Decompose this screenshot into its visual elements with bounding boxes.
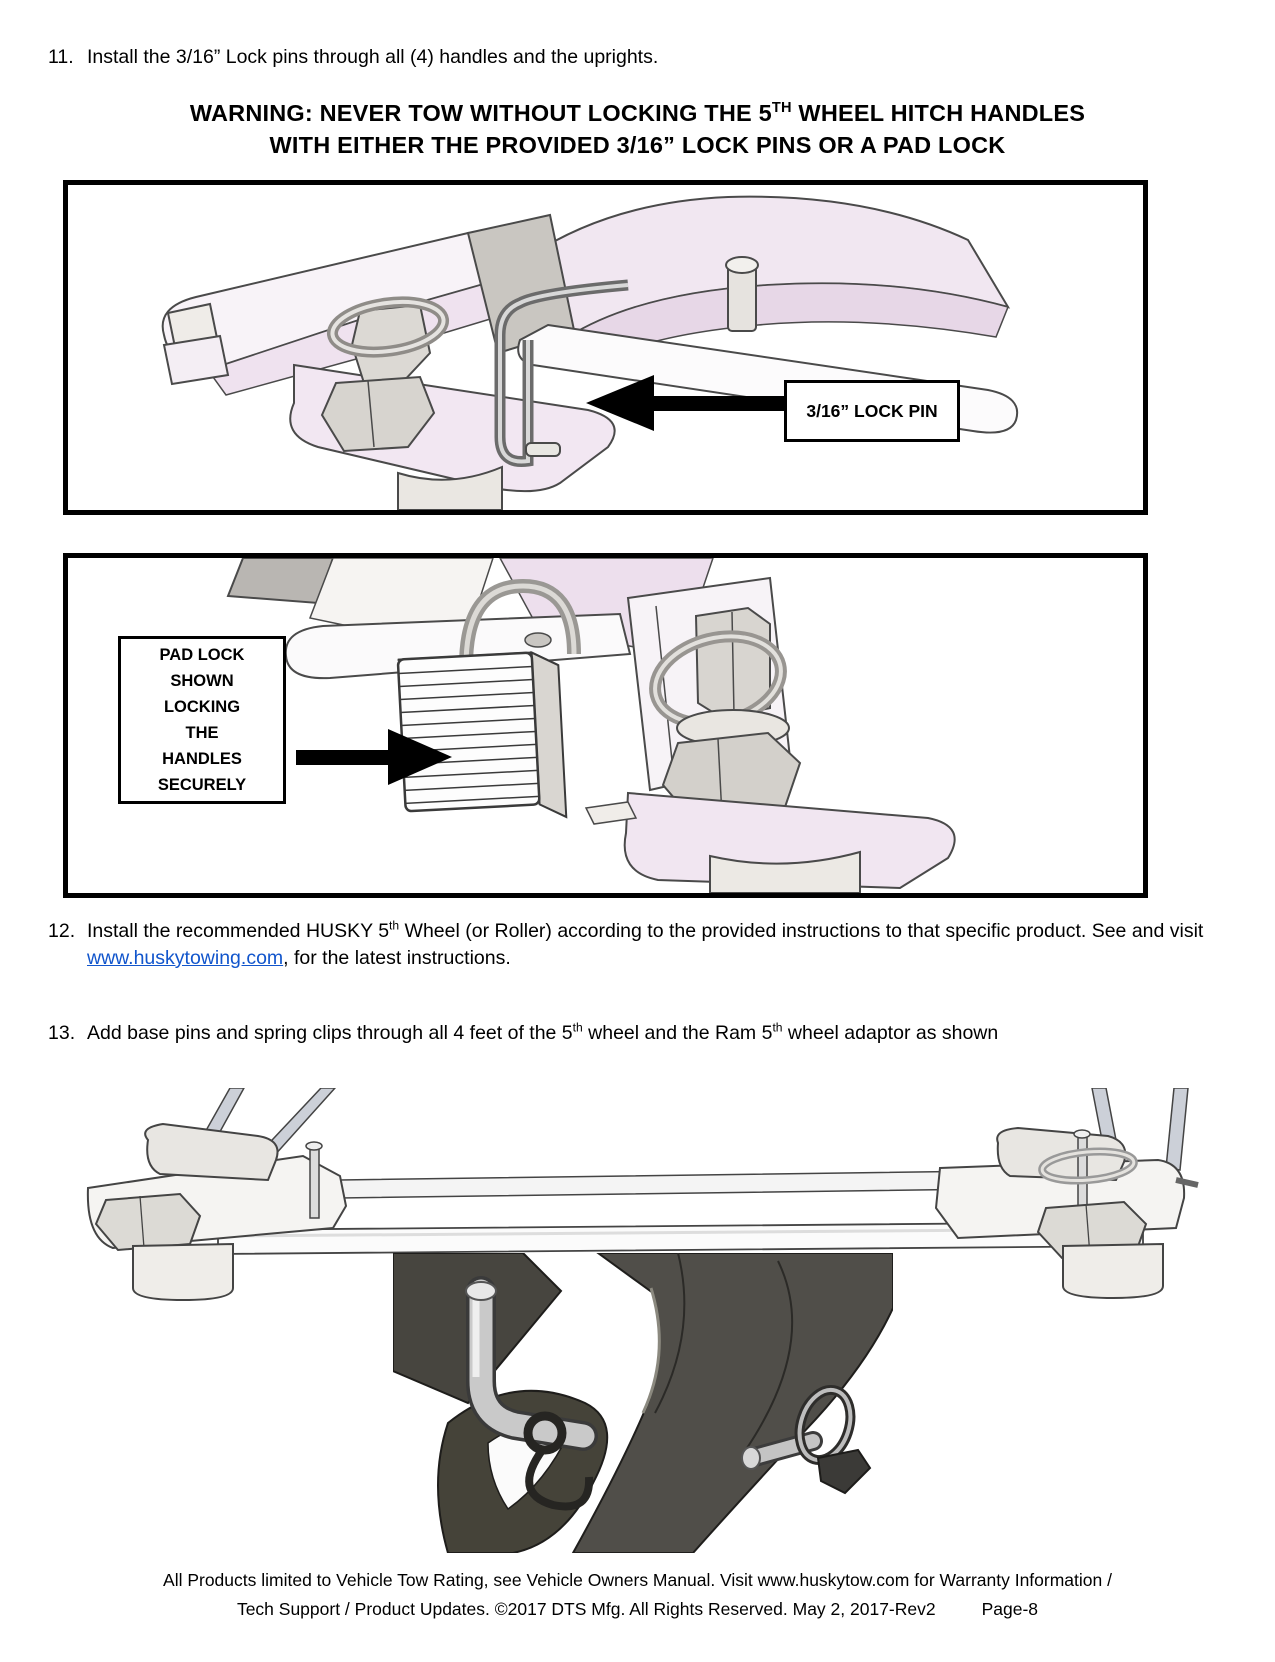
callout-arrow-shaft <box>296 750 390 765</box>
step-12-text: Install the recommended HUSKY 5 <box>87 920 390 942</box>
huskytowing-link[interactable]: www.huskytowing.com <box>87 947 284 969</box>
step-13-number: 13. <box>48 1022 76 1044</box>
base-pin-spring-clip-illustration <box>393 1253 893 1553</box>
step-11-text: Install the 3/16” Lock pins through all … <box>87 46 659 68</box>
page-number: Page-8 <box>981 1599 1039 1619</box>
pad-lock-callout-line: SHOWN <box>170 672 234 690</box>
step-13-text: wheel and the Ram 5 <box>582 1022 773 1044</box>
step-12-superscript: th <box>389 918 400 933</box>
rail-assembly-illustration <box>86 1088 1199 1302</box>
step-13-superscript: th <box>572 1020 583 1035</box>
warning-superscript: TH <box>771 100 792 117</box>
step-11: 11. Install the 3/16” Lock pins through a… <box>48 44 1272 71</box>
step-13-text: Add base pins and spring clips through a… <box>87 1022 573 1044</box>
step-13-superscript: th <box>772 1020 783 1035</box>
lock-pin-callout-text: 3/16” LOCK PIN <box>806 400 938 421</box>
step-12-text: , for the latest instructions. <box>283 947 511 969</box>
adaptor-figures-area <box>0 1085 1275 1560</box>
step-12-number: 12. <box>48 920 76 942</box>
hitch-lock-pin-illustration <box>161 195 1019 510</box>
pad-lock-callout: PAD LOCK SHOWN LOCKING THE HANDLES SECUR… <box>118 636 286 804</box>
pad-lock-callout-line: SECURELY <box>157 776 247 794</box>
step-13: 13. Add base pins and spring clips throug… <box>48 1020 1272 1047</box>
page-footer: All Products limited to Vehicle Tow Rati… <box>0 1566 1275 1624</box>
pad-lock-callout-line: THE <box>185 724 219 742</box>
warning-heading: WARNING: NEVER TOW WITHOUT LOCKING THE 5… <box>0 97 1275 161</box>
step-12: 12. Install the recommended HUSKY 5th Whe… <box>48 918 1272 972</box>
pad-lock-callout-line: HANDLES <box>162 750 242 768</box>
step-11-number: 11. <box>48 46 74 68</box>
arrow-left-icon <box>586 375 654 431</box>
step-13-text: wheel adaptor as shown <box>782 1022 999 1044</box>
pad-lock-figure-frame: PAD LOCK SHOWN LOCKING THE HANDLES SECUR… <box>63 553 1148 898</box>
warning-line-1: WARNING: NEVER TOW WITHOUT LOCKING THE 5… <box>189 100 1086 126</box>
warning-line-2: WITH EITHER THE PROVIDED 3/16” LOCK PINS… <box>269 132 1006 158</box>
pad-lock-callout-line: PAD LOCK <box>159 646 245 664</box>
callout-arrow-shaft <box>654 396 786 411</box>
pad-lock-callout-line: LOCKING <box>163 698 241 716</box>
footer-line-2: Tech Support / Product Updates. ©2017 DT… <box>236 1599 1039 1619</box>
lock-pin-figure-frame: 3/16” LOCK PIN <box>63 180 1148 515</box>
step-12-text: Wheel (or Roller) according to the provi… <box>399 920 1204 942</box>
lock-pin-callout: 3/16” LOCK PIN <box>784 380 960 442</box>
arrow-right-icon <box>388 729 452 785</box>
footer-line-1: All Products limited to Vehicle Tow Rati… <box>163 1570 1112 1590</box>
